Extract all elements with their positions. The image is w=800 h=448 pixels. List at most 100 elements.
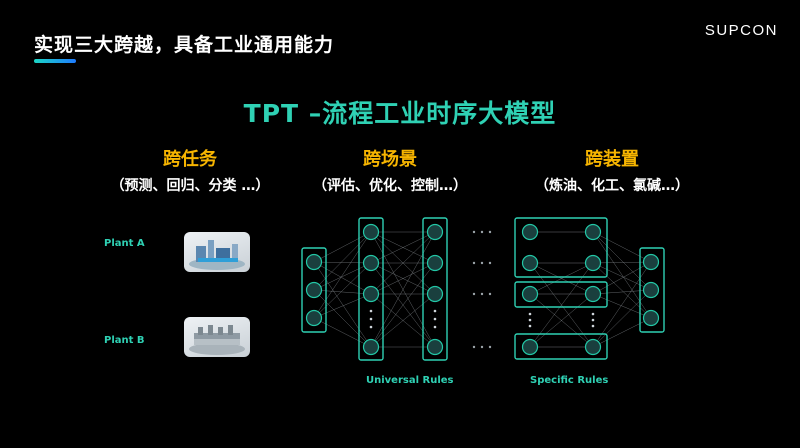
cross-scene-heading: 跨场景	[363, 149, 417, 170]
network-edge	[313, 262, 372, 319]
cross-scene-subtitle: （评估、优化、控制…）	[313, 178, 467, 194]
layer-frame	[639, 247, 665, 333]
universal-rules-label: Universal Rules	[366, 375, 454, 386]
vertical-dots-icon	[369, 309, 373, 313]
vertical-dots-icon	[433, 325, 437, 329]
network-edge	[592, 261, 652, 348]
vertical-dots-icon	[433, 309, 437, 313]
cross-task-subtitle: （预测、回归、分类 …）	[110, 178, 270, 194]
ellipsis-icon	[472, 345, 476, 349]
network-node	[426, 254, 444, 272]
ellipsis-icon	[472, 292, 476, 296]
ellipsis-icon	[488, 261, 492, 265]
network-edge	[313, 231, 372, 319]
network-edge	[592, 289, 652, 348]
network-edge	[529, 293, 594, 348]
vertical-dots-icon	[528, 312, 532, 316]
network-node	[642, 253, 660, 271]
network-edge	[592, 231, 652, 291]
network-node	[584, 338, 602, 356]
layer-frame	[301, 247, 327, 333]
cross-device-column: 跨装置 （炼油、化工、氯碱…）	[502, 145, 722, 195]
network-node	[584, 254, 602, 272]
network-node	[521, 338, 539, 356]
title-accent-bar	[34, 59, 76, 63]
network-node	[521, 254, 539, 272]
network-node	[521, 285, 539, 303]
network-edge	[370, 231, 436, 348]
layer-frame	[514, 333, 608, 360]
network-edge	[370, 262, 436, 295]
ellipsis-icon	[480, 345, 484, 349]
vertical-dots-icon	[591, 324, 595, 328]
cross-device-heading: 跨装置	[585, 149, 639, 170]
network-node	[521, 223, 539, 241]
ellipsis-icon	[488, 345, 492, 349]
ellipsis-icon	[488, 230, 492, 234]
network-edge	[313, 261, 372, 348]
cross-scene-column: 跨场景 （评估、优化、控制…）	[280, 145, 500, 195]
network-node	[584, 223, 602, 241]
network-edge	[370, 231, 436, 264]
network-edge	[592, 289, 652, 295]
plant-a-label: Plant A	[104, 238, 145, 249]
network-node	[584, 285, 602, 303]
network-edge	[313, 317, 372, 348]
ellipsis-icon	[472, 261, 476, 265]
vertical-dots-icon	[369, 325, 373, 329]
network-edge	[592, 261, 652, 295]
vertical-dots-icon	[591, 318, 595, 322]
network-node	[362, 338, 380, 356]
cross-task-heading: 跨任务	[163, 149, 217, 170]
cross-device-subtitle: （炼油、化工、氯碱…）	[535, 178, 689, 194]
vertical-dots-icon	[591, 312, 595, 316]
network-edge	[370, 262, 436, 348]
network-node	[426, 338, 444, 356]
network-edge	[313, 262, 372, 291]
network-edge	[592, 231, 652, 263]
network-edge	[313, 261, 372, 264]
network-edge	[529, 262, 594, 295]
network-edge	[592, 293, 652, 319]
plant-b-image	[184, 317, 250, 357]
plant-b-label: Plant B	[104, 335, 145, 346]
network-node	[642, 309, 660, 327]
network-edge	[592, 262, 652, 319]
vertical-dots-icon	[433, 317, 437, 321]
ellipsis-icon	[480, 261, 484, 265]
network-edge	[592, 317, 652, 348]
ellipsis-icon	[480, 292, 484, 296]
network-node	[305, 281, 323, 299]
vertical-dots-icon	[528, 318, 532, 322]
network-edge	[370, 293, 436, 348]
vertical-dots-icon	[369, 317, 373, 321]
plant-a-image	[184, 232, 250, 272]
ellipsis-icon	[488, 292, 492, 296]
layer-frame	[514, 281, 608, 308]
main-title: TPT –流程工业时序大模型	[243, 99, 557, 128]
network-edge	[313, 293, 372, 319]
network-node	[305, 309, 323, 327]
network-edge	[592, 262, 652, 291]
network-edge	[370, 231, 436, 295]
layer-frame	[358, 217, 384, 361]
network-node	[305, 253, 323, 271]
specific-rules-label: Specific Rules	[530, 375, 609, 386]
slide-title: 实现三大跨越，具备工业通用能力	[34, 34, 335, 56]
network-edge	[592, 231, 652, 319]
network-edge	[313, 231, 372, 263]
network-edge	[313, 261, 372, 295]
ellipsis-icon	[480, 230, 484, 234]
layer-frame	[422, 217, 448, 361]
vertical-dots-icon	[528, 324, 532, 328]
network-node	[426, 285, 444, 303]
network-edge	[313, 289, 372, 348]
network-node	[362, 254, 380, 272]
network-edge	[592, 261, 652, 264]
network-node	[426, 223, 444, 241]
network-node	[362, 285, 380, 303]
network-node	[642, 281, 660, 299]
cross-task-column: 跨任务 （预测、回归、分类 …）	[80, 145, 300, 195]
ellipsis-icon	[472, 230, 476, 234]
